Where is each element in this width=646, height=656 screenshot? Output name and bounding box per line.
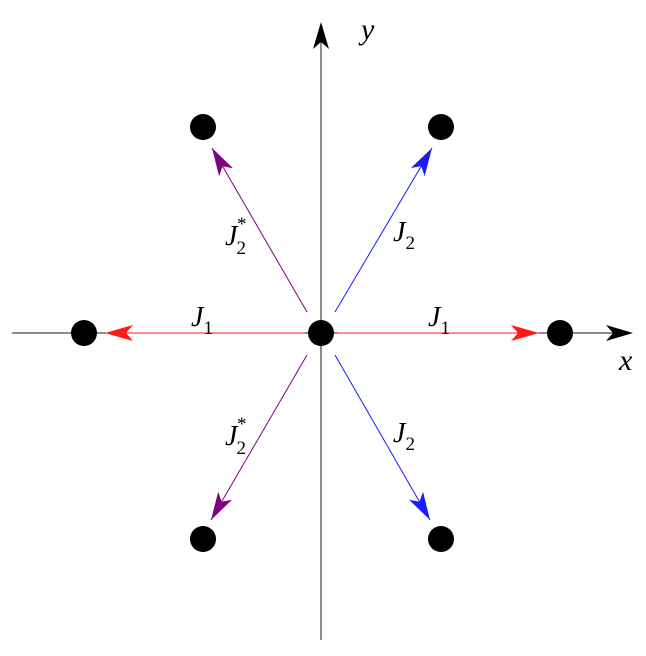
bond-line-upper-right [334, 147, 433, 313]
arrowhead-icon-left [105, 325, 133, 341]
bond-label-lower-left-symbol: J [225, 421, 239, 452]
bond-label-right-symbol: J [428, 302, 442, 333]
arrowhead-icon-right [511, 325, 539, 341]
arrowhead-icon-lower-left [211, 491, 232, 520]
bond-line-upper-left [211, 147, 308, 313]
bond-label-lower-left-superscript: * [237, 414, 247, 435]
site-right-filled-circle-icon [547, 320, 573, 346]
site-upper-left-filled-circle-icon [190, 114, 216, 140]
lattice-sites [71, 114, 573, 552]
arrowhead-icon-upper-left [212, 148, 233, 177]
site-lower-right-filled-circle-icon [428, 526, 454, 552]
bond-label-upper-left: J2 * [225, 214, 246, 259]
bond-label-right-subscript: 1 [440, 318, 450, 339]
arrowhead-icon-lower-right [409, 491, 430, 520]
bond-label-upper-left-subscript: 2 [236, 238, 246, 259]
bond-label-upper-left-symbol: J [225, 221, 239, 252]
y-axis-label: y [358, 13, 375, 46]
bond-label-upper-left-superscript: * [237, 214, 247, 235]
bond-label-lower-right-subscript: 2 [405, 434, 415, 455]
bond-label-left: J1 [191, 302, 213, 339]
site-center-filled-circle-icon [308, 320, 334, 346]
bond-line-lower-left [210, 354, 308, 521]
bond-label-upper-right-symbol: J [393, 217, 407, 248]
bond-label-upper-right: J2 [393, 217, 415, 254]
bond-label-lower-left: J2 * [225, 414, 246, 459]
bond-label-lower-right: J2 [393, 418, 415, 455]
bond-label-left-subscript: 1 [203, 318, 213, 339]
site-left-filled-circle-icon [71, 320, 97, 346]
bond-label-left-symbol: J [191, 302, 205, 333]
bond-label-lower-left-subscript: 2 [236, 438, 246, 459]
arrowhead-icon-upper-right [410, 148, 432, 177]
x-axis-label: x [618, 344, 633, 377]
bond-label-lower-right-symbol: J [393, 418, 407, 449]
site-upper-right-filled-circle-icon [428, 114, 454, 140]
y-axis-arrowhead-icon [313, 22, 329, 49]
site-lower-left-filled-circle-icon [190, 526, 216, 552]
bond-line-lower-right [334, 354, 431, 521]
x-axis-arrowhead-icon [606, 325, 633, 341]
bond-label-upper-right-subscript: 2 [405, 233, 415, 254]
bond-arrows [105, 147, 539, 521]
bond-label-right: J1 [428, 302, 450, 339]
